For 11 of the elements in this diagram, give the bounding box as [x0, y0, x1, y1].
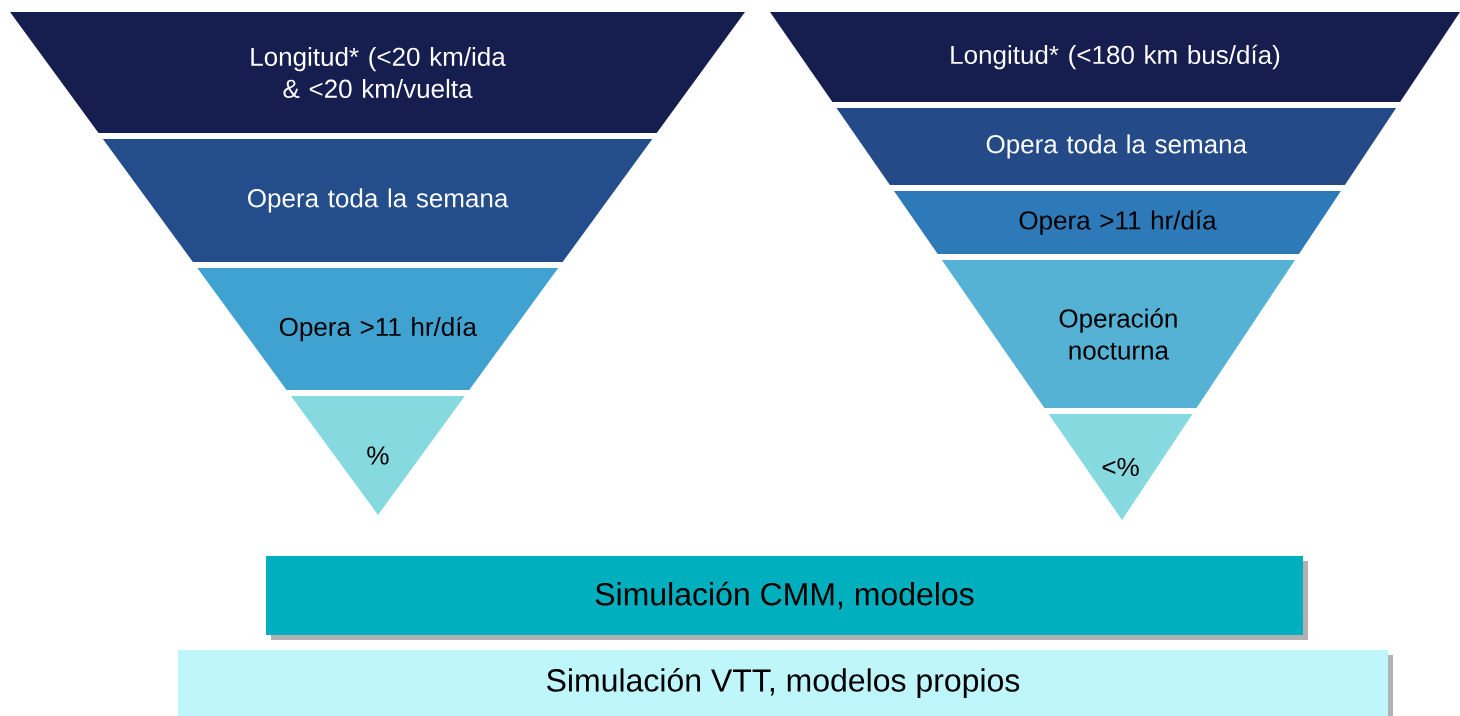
funnel-segment: <% [1048, 414, 1193, 520]
banner-bar: Simulación CMM, modelos [266, 556, 1308, 640]
funnel-segment: Opera >11 hr/día [894, 191, 1341, 254]
funnel-segment: Longitud* (<180 km bus/día) [770, 12, 1460, 102]
funnel-segment: Opera toda la semana [102, 139, 653, 262]
funnel-segment: Operación nocturna [941, 260, 1295, 408]
funnel-segment: Longitud* (<20 km/ida & <20 km/vuelta [10, 12, 745, 133]
funnel-segment: Opera >11 hr/día [197, 268, 559, 390]
funnel-segment: % [290, 396, 465, 515]
funnel-segment: Opera toda la semana [836, 108, 1397, 185]
banner-bar: Simulación VTT, modelos propios [178, 650, 1393, 716]
